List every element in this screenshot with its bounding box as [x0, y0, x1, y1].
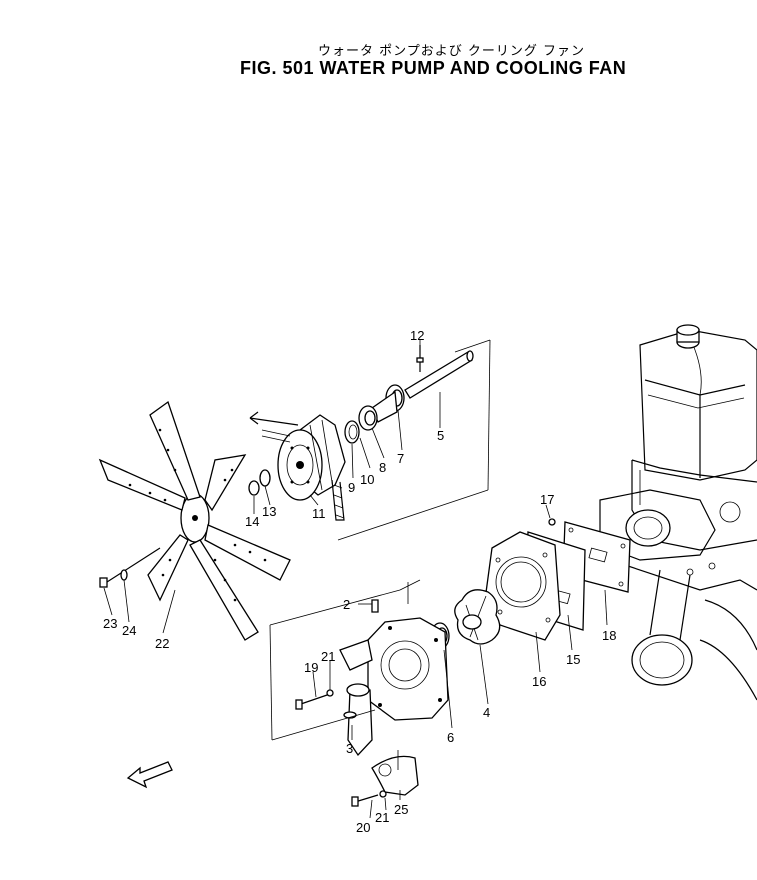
label-19: 19 — [304, 660, 318, 675]
label-24: 24 — [122, 623, 136, 638]
label-7: 7 — [397, 451, 404, 466]
label-4: 4 — [483, 705, 490, 720]
label-20: 20 — [356, 820, 370, 835]
reference-note — [249, 411, 299, 443]
assembly-frame-lower — [269, 579, 421, 741]
fan-blade-left — [98, 458, 186, 511]
label-23: 23 — [103, 616, 117, 631]
fan-blade-top-right — [204, 454, 247, 512]
bearings-and-spacers — [344, 384, 405, 444]
front-direction-arrow — [126, 761, 173, 789]
label-15: 15 — [566, 652, 580, 667]
part-4-impeller — [454, 589, 501, 645]
fan-blade-bottom-left — [147, 534, 189, 602]
part-17-bolt — [548, 518, 556, 526]
water-pump-body — [339, 599, 449, 757]
figure-title: FIG. 501 WATER PUMP AND COOLING FAN — [240, 58, 627, 78]
assembly-frame-upper — [337, 339, 491, 541]
part-25-bracket — [371, 750, 419, 796]
label-11: 11 — [312, 506, 326, 521]
label-25: 25 — [394, 802, 408, 817]
label-21-lower: 21 — [375, 810, 389, 825]
parts-13-14-washer-nut — [248, 469, 271, 496]
label-12: 12 — [410, 328, 424, 343]
bolts-lower — [295, 689, 387, 807]
label-9: 9 — [348, 480, 355, 495]
label-3: 3 — [346, 741, 353, 756]
label-10: 10 — [360, 472, 374, 487]
label-18: 18 — [602, 628, 616, 643]
label-6: 6 — [447, 730, 454, 745]
leader-lines — [103, 340, 608, 819]
label-13: 13 — [262, 504, 276, 519]
label-14: 14 — [245, 514, 259, 529]
label-22: 22 — [155, 636, 169, 651]
part-5-shaft — [404, 350, 474, 399]
part-12-key — [416, 345, 424, 372]
label-2: 2 — [343, 597, 350, 612]
label-17: 17 — [540, 492, 554, 507]
part-22-cooling-fan — [98, 400, 291, 641]
label-5: 5 — [437, 428, 444, 443]
label-16: 16 — [532, 674, 546, 689]
label-8: 8 — [379, 460, 386, 475]
label-21-upper: 21 — [321, 649, 335, 664]
figure-title-japanese: ウォータ ポンプおよび クーリング ファン — [318, 44, 586, 59]
fan-blade-bottom — [189, 539, 259, 641]
engine-block — [599, 324, 757, 701]
part-11-pulley — [277, 414, 346, 521]
fan-blade-right — [204, 524, 291, 581]
fan-blade-top — [149, 400, 201, 501]
part-number-labels: 12 5 7 8 10 9 11 13 14 22 23 24 17 18 15… — [103, 328, 616, 835]
parts-23-24-bolt-washer — [99, 547, 161, 588]
part-16-cover — [484, 531, 561, 641]
